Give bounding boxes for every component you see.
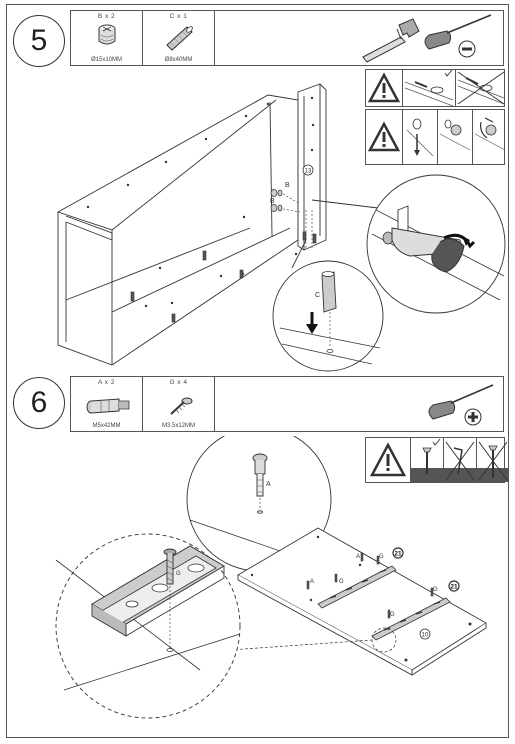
warning-cell-step-3	[473, 110, 507, 164]
screw-label-g: G	[379, 554, 384, 560]
dowel-label-c: C	[315, 292, 320, 299]
wood-screw-icon	[170, 397, 193, 415]
warning-triangle-icon	[367, 121, 401, 152]
dowel-detail-circle: C	[272, 260, 384, 372]
warning-box-screw-depth	[365, 437, 509, 483]
warning-cell-step-2	[438, 110, 473, 164]
warning-cell	[366, 110, 403, 164]
check-mark-icon	[444, 70, 453, 77]
cross-mark-icon	[457, 71, 505, 105]
step-5-parts-bar: B x 2 Ø15x10MM C x 1 Ø8x40MM	[70, 10, 504, 66]
panel-number-10: 10	[422, 633, 429, 639]
screw-label-g: G	[390, 612, 395, 618]
cam-step-tighten-icon	[474, 117, 506, 151]
rail-number-21: 21	[394, 551, 402, 558]
screw-label-g: G	[433, 587, 438, 593]
step-6-assembly-illustration: A G G G G A	[55, 436, 487, 719]
cam-lock-icon	[98, 24, 116, 45]
cam-step-engage-icon	[439, 119, 471, 151]
screw-overdriven-wrong-icon	[477, 441, 509, 482]
bolt-label-a: A	[310, 579, 314, 585]
rail-number-21: 21	[450, 584, 458, 591]
cam-label-b-bottom: B	[270, 198, 275, 205]
hammer-icon	[362, 18, 420, 63]
warning-cell	[366, 70, 403, 106]
part-qty: G x 4	[169, 379, 188, 386]
cam-detail-circle	[366, 174, 506, 314]
screw-label-g: G	[176, 571, 181, 577]
screw-label-g: G	[339, 579, 344, 585]
wooden-dowel-icon	[166, 26, 193, 51]
cam-insert-wrong-icon	[457, 71, 505, 105]
warning-triangle-icon	[367, 72, 401, 103]
warning-cell-correct	[403, 70, 456, 106]
part-size: M3.5x12MM	[161, 423, 195, 429]
cam-step-insert-icon	[406, 118, 434, 157]
part-qty: B x 2	[97, 13, 116, 20]
warning-cell-wrong-2	[477, 438, 509, 482]
screw-correct-icon	[411, 438, 443, 482]
tools-illustration	[428, 384, 494, 426]
part-qty: C x 1	[169, 13, 188, 20]
warning-cell-wrong-1	[444, 438, 477, 482]
warning-box-cam-rotation	[365, 109, 507, 165]
warning-cell-step-1	[403, 110, 438, 164]
flathead-screwdriver-icon	[424, 14, 492, 58]
phillips-screwdriver-icon	[428, 384, 494, 426]
warning-cell	[366, 438, 411, 482]
part-connector-bolt: A x 2 M5x42MM	[71, 377, 143, 431]
warning-cell-correct	[411, 438, 444, 482]
step-5-assembly-illustration: 13 B B C	[57, 83, 506, 372]
part-dowel: C x 1 Ø8x40MM	[143, 11, 215, 65]
warning-cell-wrong	[456, 70, 506, 106]
cross-mark-icon	[445, 441, 475, 481]
step-6-number: 6	[13, 377, 65, 429]
step-5-tools	[215, 11, 503, 65]
part-size: Ø15x10MM	[90, 57, 122, 63]
part-wood-screw: G x 4 M3.5x12MM	[143, 377, 215, 431]
panel-number-13: 13	[305, 169, 312, 175]
bolt-label-a: A	[356, 554, 360, 560]
cam-label-b-top: B	[285, 182, 290, 189]
page-frame	[6, 4, 509, 738]
cross-mark-icon	[478, 441, 508, 481]
part-qty: A x 2	[98, 379, 115, 386]
connector-bolt-icon	[86, 398, 130, 414]
tools-illustration	[362, 14, 492, 63]
bolt-label-a: A	[266, 481, 271, 488]
step-6-parts-bar: A x 2 M5x42MM G x 4 M3.5x12MM	[70, 376, 504, 432]
cam-insert-correct-icon	[404, 70, 454, 106]
check-mark-icon	[432, 438, 441, 446]
screw-angled-wrong-icon	[444, 441, 476, 482]
bolt-detail-circle: A	[186, 436, 332, 572]
part-size: M5x42MM	[92, 423, 121, 429]
part-cam-lock: B x 2 Ø15x10MM	[71, 11, 143, 65]
rail-detail-circle: G	[55, 533, 241, 719]
step-5-number: 5	[13, 15, 65, 67]
part-size: Ø8x40MM	[164, 57, 193, 63]
warning-box-cam-orientation	[365, 69, 505, 107]
step-6-tools	[215, 377, 503, 431]
warning-triangle-icon	[369, 442, 407, 477]
